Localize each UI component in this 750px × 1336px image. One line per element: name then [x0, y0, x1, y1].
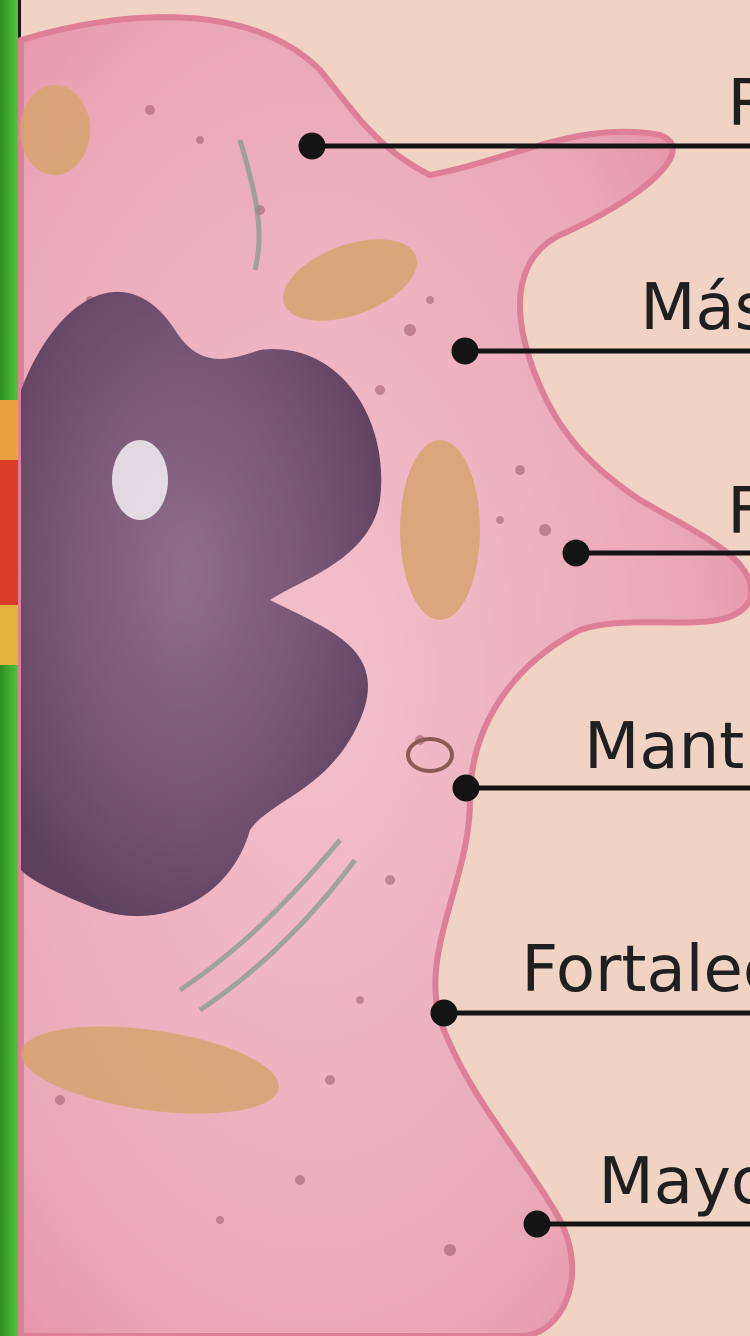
nucleolus	[112, 440, 168, 520]
label-4: Manti	[584, 715, 750, 779]
label-6: Mayo	[599, 1150, 750, 1214]
label-2: Más	[640, 276, 750, 340]
left-frame-strip	[0, 0, 21, 1336]
label-5: Fortalec	[521, 938, 750, 1002]
label-3: F	[727, 480, 750, 544]
label-1: R	[728, 72, 750, 136]
